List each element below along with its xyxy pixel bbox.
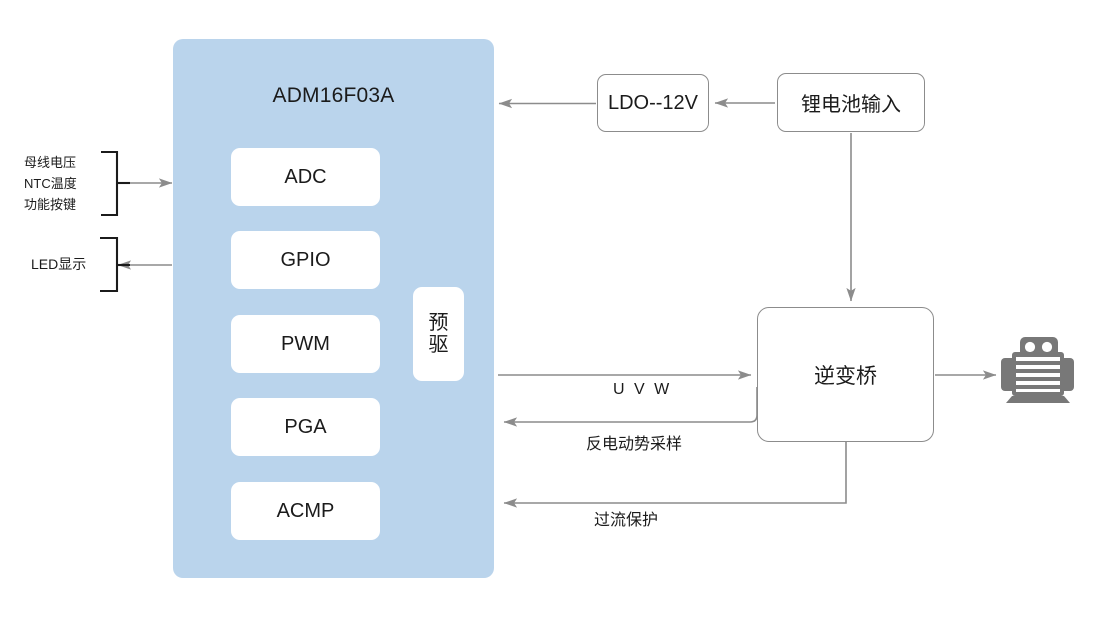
pre-driver-label-line1: 预 <box>428 311 449 334</box>
bracket-inputs <box>101 150 119 217</box>
peripheral-block-pwm[interactable]: PWM <box>231 315 380 373</box>
edge-label-over-current: 过流保护 <box>594 512 659 529</box>
ldo-block[interactable]: LDO--12V <box>597 74 709 132</box>
pre-driver-block[interactable]: 预 驱 <box>413 287 464 381</box>
pre-driver-label-line2: 驱 <box>428 334 449 356</box>
battery-input-block[interactable]: 锂电池输入 <box>777 73 925 132</box>
connector-back-emf <box>503 387 758 427</box>
connector-over-current <box>503 442 847 508</box>
peripheral-block-pga[interactable]: PGA <box>231 398 380 456</box>
edge-label-back-emf: 反电动势采样 <box>586 436 683 453</box>
input-signal-labels: 母线电压 NTC温度 功能按键 <box>24 152 77 215</box>
mcu-title: ADM16F03A <box>272 84 395 107</box>
peripheral-block-gpio[interactable]: GPIO <box>231 231 380 289</box>
input-signal-function-key: 功能按键 <box>24 197 77 213</box>
edge-label-uvw: U V W <box>613 381 672 398</box>
electric-motor-icon <box>1001 337 1074 403</box>
output-signal-led-display: LED显示 <box>31 256 87 272</box>
peripheral-block-acmp[interactable]: ACMP <box>231 482 380 540</box>
inverter-bridge-block[interactable]: 逆变桥 <box>757 307 934 442</box>
peripheral-block-adc[interactable]: ADC <box>231 148 380 206</box>
bracket-led <box>100 236 119 293</box>
input-signal-bus-voltage: 母线电压 <box>24 155 77 170</box>
input-signal-ntc-temp: NTC温度 <box>24 176 77 192</box>
